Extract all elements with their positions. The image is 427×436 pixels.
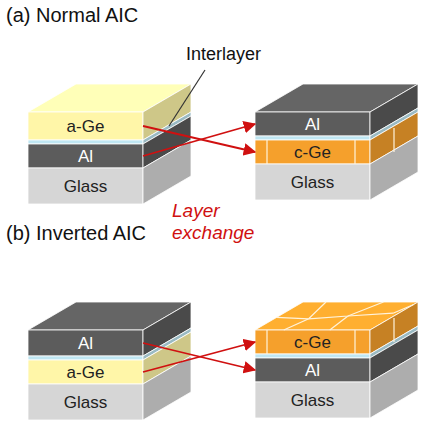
grain-boundary [284, 302, 326, 330]
grain-boundary [393, 305, 413, 313]
leader-line [169, 70, 205, 126]
grain-boundary [266, 140, 267, 164]
layer-face [255, 354, 370, 358]
layer-face [28, 330, 143, 356]
grain-boundary [266, 330, 267, 354]
interlayer-label-box: Interlayer [186, 44, 296, 65]
material-layer: Glass [255, 164, 370, 200]
layer-face [28, 168, 143, 204]
layer-label: c-Ge [294, 144, 331, 161]
layer-label: Glass [291, 392, 334, 409]
layer-face [28, 384, 143, 420]
material-layer: Al [255, 358, 370, 382]
material-layer: Al [28, 144, 143, 168]
layer-face [28, 360, 143, 384]
panel-title-box: (b) Inverted AIC [6, 222, 226, 245]
material-layer: a-Ge [28, 112, 143, 140]
layer-face [255, 358, 370, 382]
layer-face [255, 136, 370, 140]
material-layer: c-Ge [255, 330, 370, 354]
material-layer: a-Ge [28, 360, 143, 384]
material-layer: Glass [255, 382, 370, 418]
layer-label: Al [78, 335, 93, 352]
grain-boundary [354, 330, 355, 354]
material-layer: Glass [28, 384, 143, 420]
layer-label: Al [305, 362, 320, 379]
layer-label: Glass [64, 394, 107, 411]
layer-face [255, 140, 370, 164]
panel-title: (a) Normal AIC [6, 4, 138, 26]
layer-face [28, 112, 143, 140]
interlayer-label: Interlayer [186, 44, 261, 64]
material-layer: c-Ge [255, 140, 370, 164]
grain-boundaries [267, 128, 413, 354]
layer-label: a-Ge [67, 118, 105, 135]
layer-faces [28, 84, 418, 420]
material-layer: Al [255, 112, 370, 136]
layer-face [28, 140, 143, 144]
layer-face [255, 330, 370, 354]
layer-face [370, 354, 418, 418]
grain-boundary [330, 316, 348, 330]
panel-title-box: (a) Normal AIC [6, 4, 226, 27]
layer-face [255, 164, 370, 200]
layer-face [255, 382, 370, 418]
panel-title: (b) Inverted AIC [6, 222, 146, 244]
grain-boundary [354, 140, 355, 164]
material-layer: Glass [28, 168, 143, 204]
exchange-arrow [143, 124, 255, 156]
grain-boundary [393, 128, 394, 152]
layer-label: Al [305, 116, 320, 133]
process-label: Layer exchange [172, 200, 254, 243]
grain-boundary [393, 318, 394, 342]
material-layer: Al [28, 330, 143, 356]
process-label-box: Layer exchange [172, 200, 256, 244]
exchange-arrow [143, 126, 255, 152]
grain-boundary [277, 317, 309, 318]
layer-label: Glass [291, 174, 334, 191]
layer-face [255, 112, 370, 136]
grain-boundary [348, 313, 393, 316]
layer-label: c-Ge [294, 334, 331, 351]
grain-boundary [309, 302, 384, 319]
layer-label: Al [78, 148, 93, 165]
layer-label: Glass [64, 178, 107, 195]
layer-face [28, 356, 143, 360]
layer-face [28, 144, 143, 168]
layer-label: a-Ge [67, 364, 105, 381]
exchange-arrow [143, 342, 255, 372]
